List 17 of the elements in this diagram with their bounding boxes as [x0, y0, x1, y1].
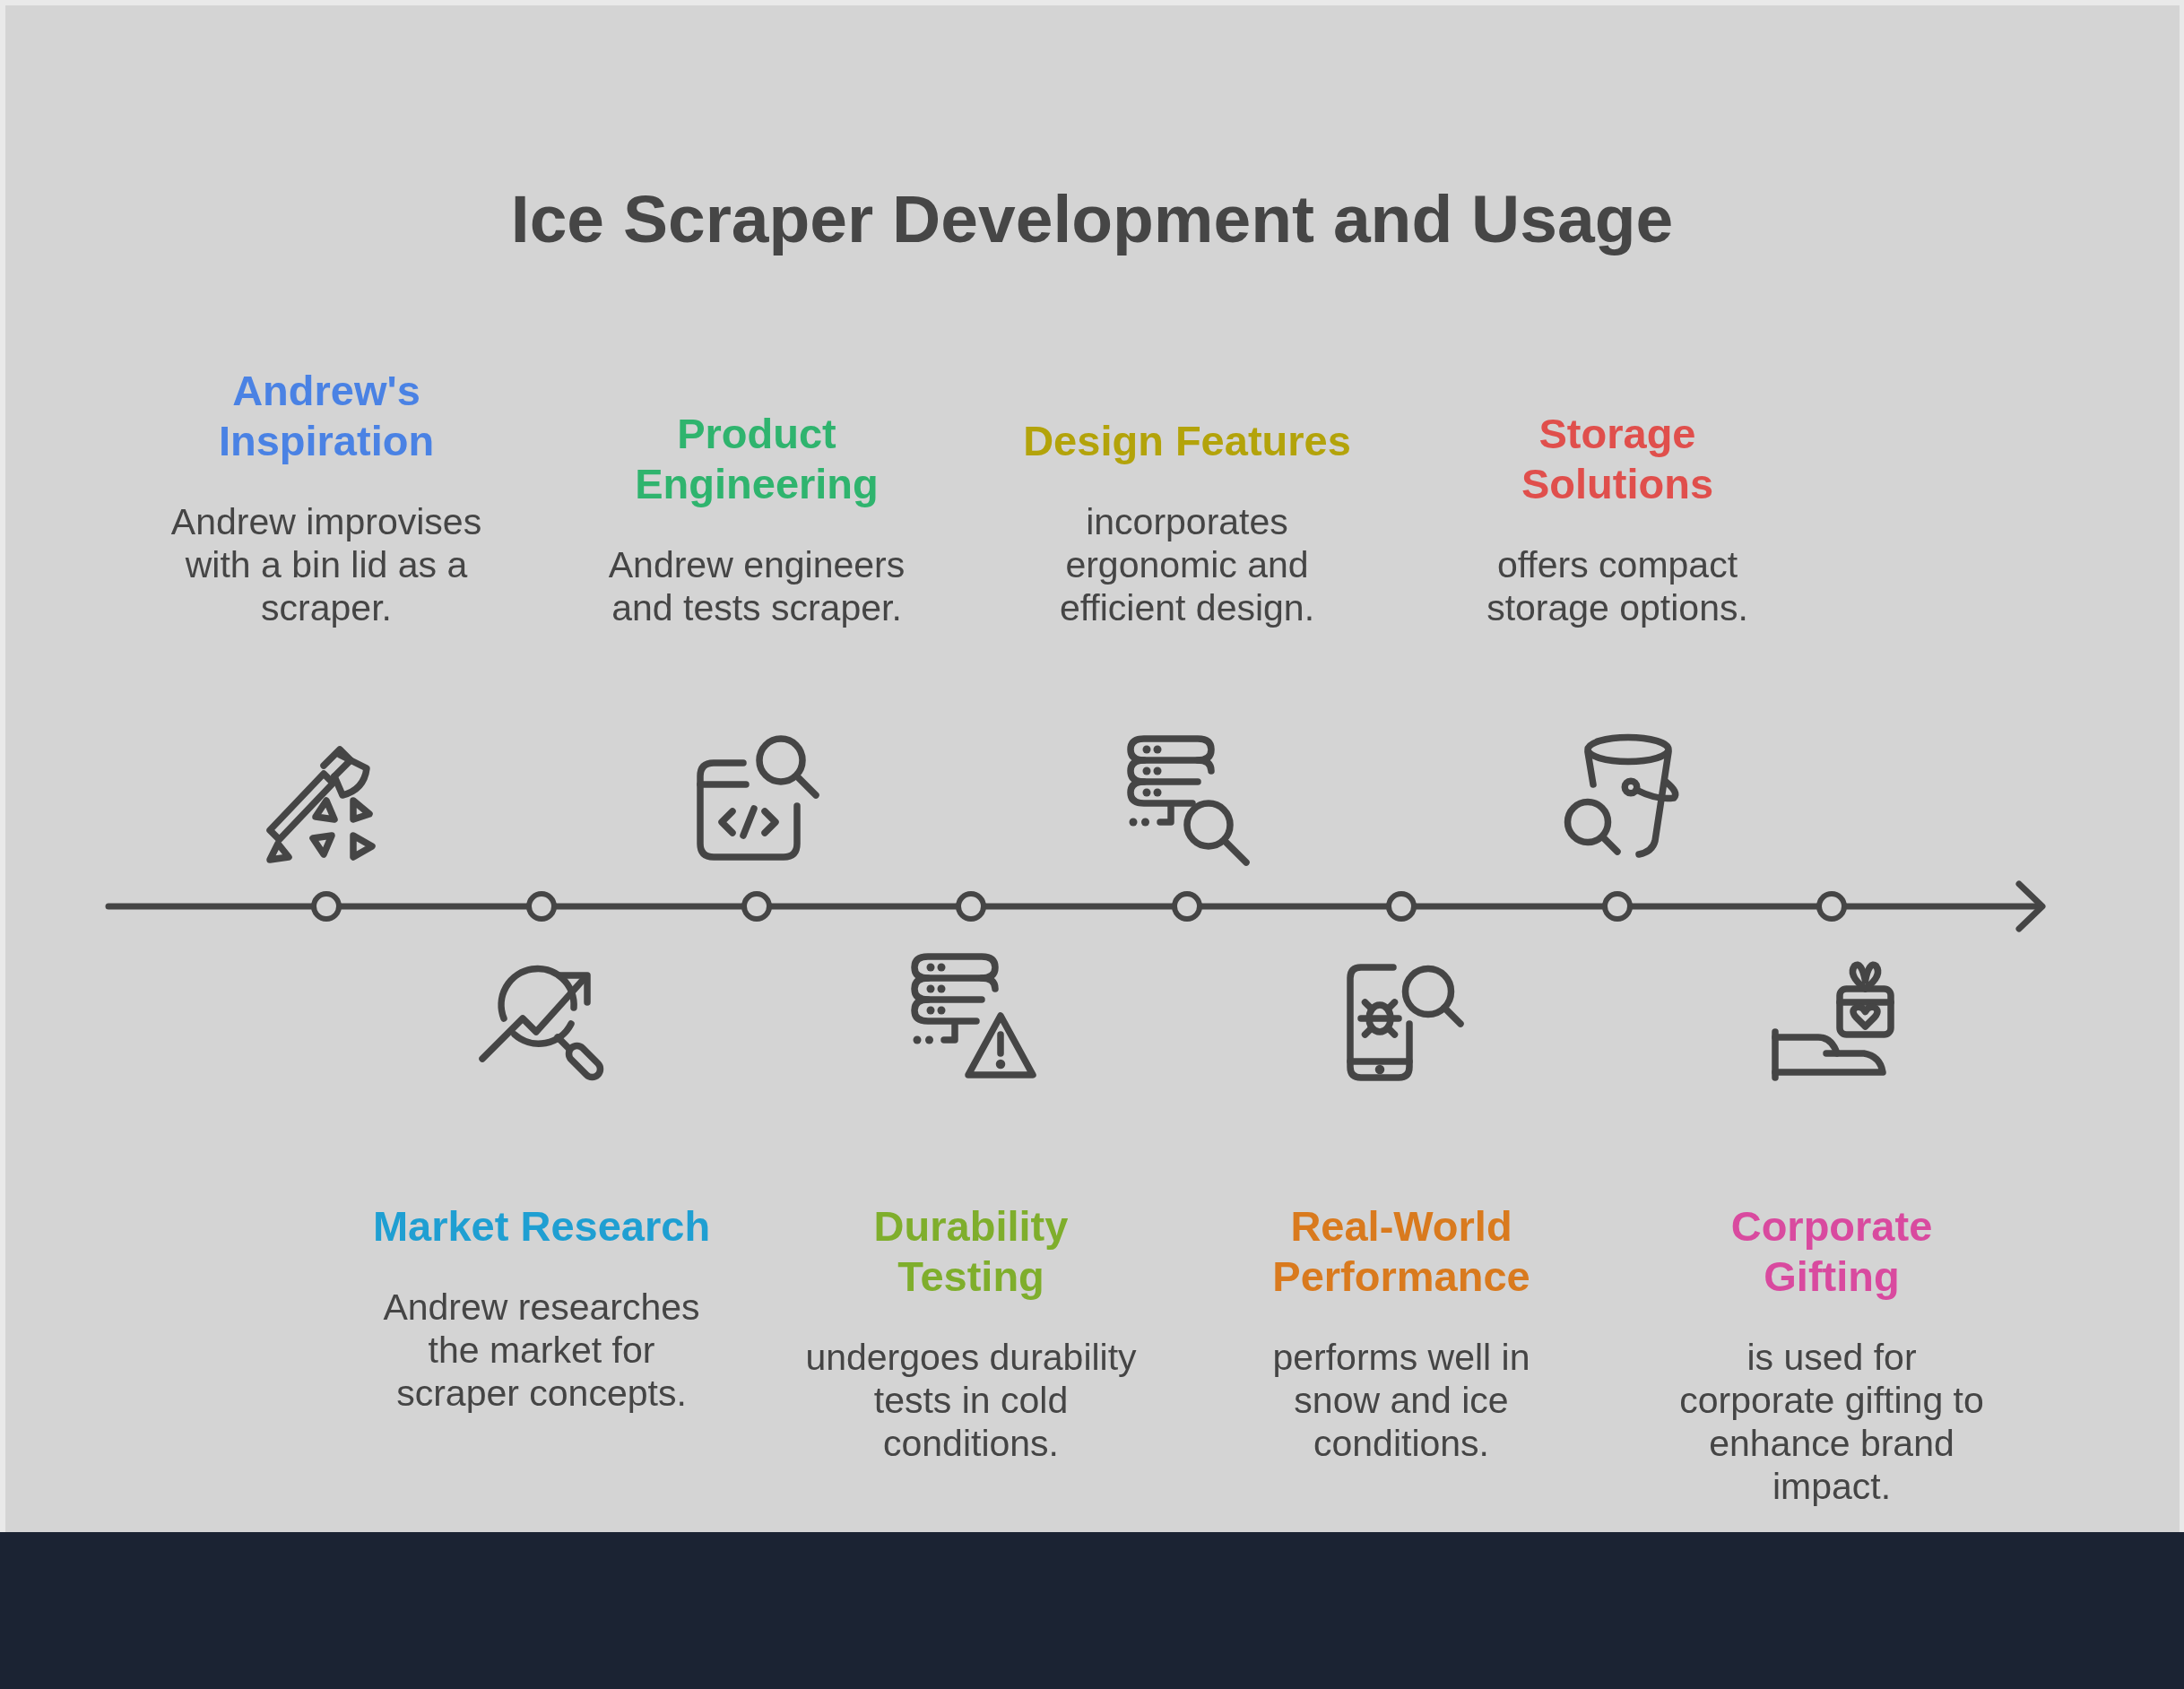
milestone-description: Andrew engineers and tests scraper.: [607, 543, 906, 629]
milestone-title: Real-World Performance: [1272, 1201, 1530, 1302]
milestone-title: Product Engineering: [635, 409, 879, 509]
diagram-title: Ice Scraper Development and Usage: [510, 180, 1674, 258]
milestone-title: Storage Solutions: [1521, 409, 1714, 509]
milestone-description: Andrew improvises with a bin lid as a scraper.: [169, 500, 483, 629]
milestone-description: offers compact storage options.: [1486, 543, 1749, 629]
milestone-description: is used for corporate gifting to enhance brand impact.: [1678, 1336, 1985, 1508]
milestone-title: Market Research: [372, 1201, 711, 1252]
milestone-title: Durability Testing: [873, 1201, 1069, 1302]
milestone-title: Corporate Gifting: [1730, 1201, 1933, 1302]
milestone-description: incorporates ergonomic and efficient design.: [1058, 500, 1316, 629]
milestone-description: undergoes durability tests in cold conditions.: [804, 1336, 1138, 1465]
milestone-description: performs well in snow and ice conditions.: [1271, 1336, 1531, 1465]
milestone-title: Design Features: [1023, 416, 1351, 466]
milestone-title: Andrew's Inspiration: [218, 366, 435, 466]
milestone-description: Andrew researches the market for scraper concepts.: [382, 1286, 701, 1415]
